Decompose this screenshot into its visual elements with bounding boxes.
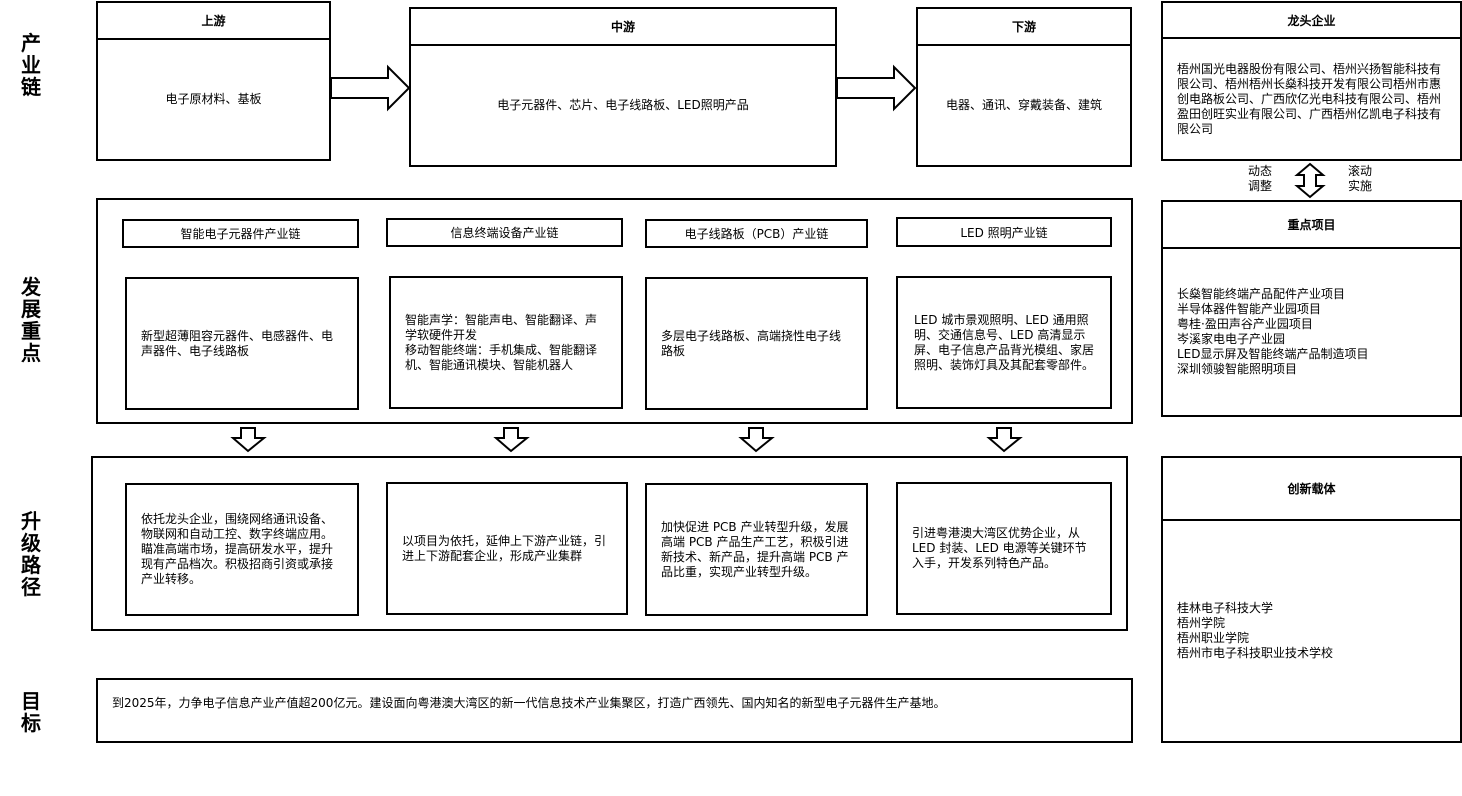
focus-chain-title: 信息终端设备产业链	[386, 218, 623, 247]
right-arrow-icon	[836, 64, 917, 112]
link-label-right: 滚动 实施	[1348, 164, 1373, 193]
down-arrow-icon	[738, 427, 775, 453]
focus-chain-content: 多层电子线路板、高端挠性电子线路板	[645, 277, 868, 410]
down-arrow-icon	[493, 427, 530, 453]
double-arrow-icon	[1294, 162, 1326, 199]
focus-text: 多层电子线路板、高端挠性电子线路板	[661, 328, 842, 358]
key-project-item: 粤桂·盈田声谷产业园项目	[1177, 317, 1313, 331]
focus-chain-content: 智能声学：智能声电、智能翻译、声学软硬件开发 移动智能终端：手机集成、智能翻译机…	[389, 276, 623, 409]
upgrade-path-box: 以项目为依托，延伸上下游产业链，引进上下游配套企业，形成产业集群	[386, 482, 628, 615]
focus-chain-title: LED 照明产业链	[896, 217, 1112, 247]
leading-companies-box: 龙头企业 梧州国光电器股份有限公司、梧州兴扬智能科技有限公司、梧州梧州长燊科技开…	[1161, 1, 1462, 161]
upstream-title: 上游	[98, 3, 329, 40]
focus-text: 智能声学：智能声电、智能翻译、声学软硬件开发 移动智能终端：手机集成、智能翻译机…	[405, 312, 598, 372]
upgrade-path-text: 依托龙头企业，围绕网络通讯设备、物联网和自动工控、数字终端应用。瞄准高端市场，提…	[141, 512, 334, 586]
side-label-focus: 发展重点	[21, 275, 41, 365]
innovation-list: 桂林电子科技大学 梧州学院 梧州职业学院 梧州市电子科技职业技术学校	[1163, 521, 1460, 741]
innovation-box: 创新载体 桂林电子科技大学 梧州学院 梧州职业学院 梧州市电子科技职业技术学校	[1161, 456, 1462, 743]
key-project-item: 半导体器件智能产业园项目	[1177, 302, 1322, 316]
focus-chain-title: 智能电子元器件产业链	[122, 219, 359, 248]
innovation-item: 桂林电子科技大学	[1177, 601, 1274, 615]
goal-text: 到2025年，力争电子信息产业产值超200亿元。建设面向粤港澳大湾区的新一代信息…	[112, 696, 946, 710]
focus-text: LED 城市景观照明、LED 通用照明、交通信息号、LED 高清显示屏、电子信息…	[914, 312, 1095, 372]
downstream-title: 下游	[918, 9, 1130, 46]
downstream-box: 下游 电器、通讯、穿戴装备、建筑	[916, 7, 1132, 167]
key-projects-list: 长燊智能终端产品配件产业项目 半导体器件智能产业园项目 粤桂·盈田声谷产业园项目…	[1163, 249, 1460, 415]
upstream-content: 电子原材料、基板	[165, 92, 262, 106]
down-arrow-icon	[230, 427, 267, 453]
key-project-item: LED显示屏及智能终端产品制造项目	[1177, 347, 1369, 361]
upgrade-path-text: 以项目为依托，延伸上下游产业链，引进上下游配套企业，形成产业集群	[402, 533, 607, 563]
link-label-left: 动态 调整	[1248, 164, 1273, 193]
upstream-box: 上游 电子原材料、基板	[96, 1, 331, 161]
key-projects-title: 重点项目	[1163, 202, 1460, 249]
midstream-content: 电子元器件、芯片、电子线路板、LED照明产品	[497, 98, 749, 112]
down-arrow-icon	[986, 427, 1023, 453]
key-project-item: 岑溪家电电子产业园	[1177, 332, 1286, 346]
leading-companies-text: 梧州国光电器股份有限公司、梧州兴扬智能科技有限公司、梧州梧州长燊科技开发有限公司…	[1177, 61, 1442, 136]
key-project-item: 长燊智能终端产品配件产业项目	[1177, 287, 1346, 301]
key-projects-box: 重点项目 长燊智能终端产品配件产业项目 半导体器件智能产业园项目 粤桂·盈田声谷…	[1161, 200, 1462, 417]
goal-box: 到2025年，力争电子信息产业产值超200亿元。建设面向粤港澳大湾区的新一代信息…	[96, 678, 1133, 743]
innovation-item: 梧州学院	[1177, 616, 1226, 630]
leading-companies-content: 梧州国光电器股份有限公司、梧州兴扬智能科技有限公司、梧州梧州长燊科技开发有限公司…	[1163, 39, 1460, 159]
upgrade-path-box: 引进粤港澳大湾区优势企业，从 LED 封装、LED 电源等关键环节入手，开发系列…	[896, 482, 1112, 615]
focus-text: 新型超薄阻容元器件、电感器件、电声器件、电子线路板	[141, 328, 334, 358]
side-label-path: 升级路径	[21, 509, 41, 599]
midstream-title: 中游	[411, 9, 835, 46]
focus-chain-content: 新型超薄阻容元器件、电感器件、电声器件、电子线路板	[125, 277, 359, 410]
innovation-item: 梧州市电子科技职业技术学校	[1177, 646, 1334, 660]
side-label-goal: 目标	[21, 689, 41, 735]
leading-companies-title: 龙头企业	[1163, 3, 1460, 39]
right-arrow-icon	[330, 64, 411, 112]
focus-chain-title: 电子线路板（PCB）产业链	[645, 219, 868, 248]
side-label-chain: 产业链	[21, 31, 41, 99]
innovation-item: 梧州职业学院	[1177, 631, 1250, 645]
upgrade-path-text: 加快促进 PCB 产业转型升级，发展高端 PCB 产品生产工艺，积极引进新技术、…	[661, 519, 849, 579]
midstream-box: 中游 电子元器件、芯片、电子线路板、LED照明产品	[409, 7, 837, 167]
focus-chain-content: LED 城市景观照明、LED 通用照明、交通信息号、LED 高清显示屏、电子信息…	[896, 276, 1112, 409]
upgrade-path-text: 引进粤港澳大湾区优势企业，从 LED 封装、LED 电源等关键环节入手，开发系列…	[912, 526, 1087, 570]
innovation-title: 创新载体	[1163, 458, 1460, 521]
key-project-item: 深圳领骏智能照明项目	[1177, 362, 1298, 376]
upgrade-path-box: 依托龙头企业，围绕网络通讯设备、物联网和自动工控、数字终端应用。瞄准高端市场，提…	[125, 483, 359, 616]
upgrade-path-box: 加快促进 PCB 产业转型升级，发展高端 PCB 产品生产工艺，积极引进新技术、…	[645, 483, 868, 616]
downstream-content: 电器、通讯、穿戴装备、建筑	[945, 98, 1102, 112]
